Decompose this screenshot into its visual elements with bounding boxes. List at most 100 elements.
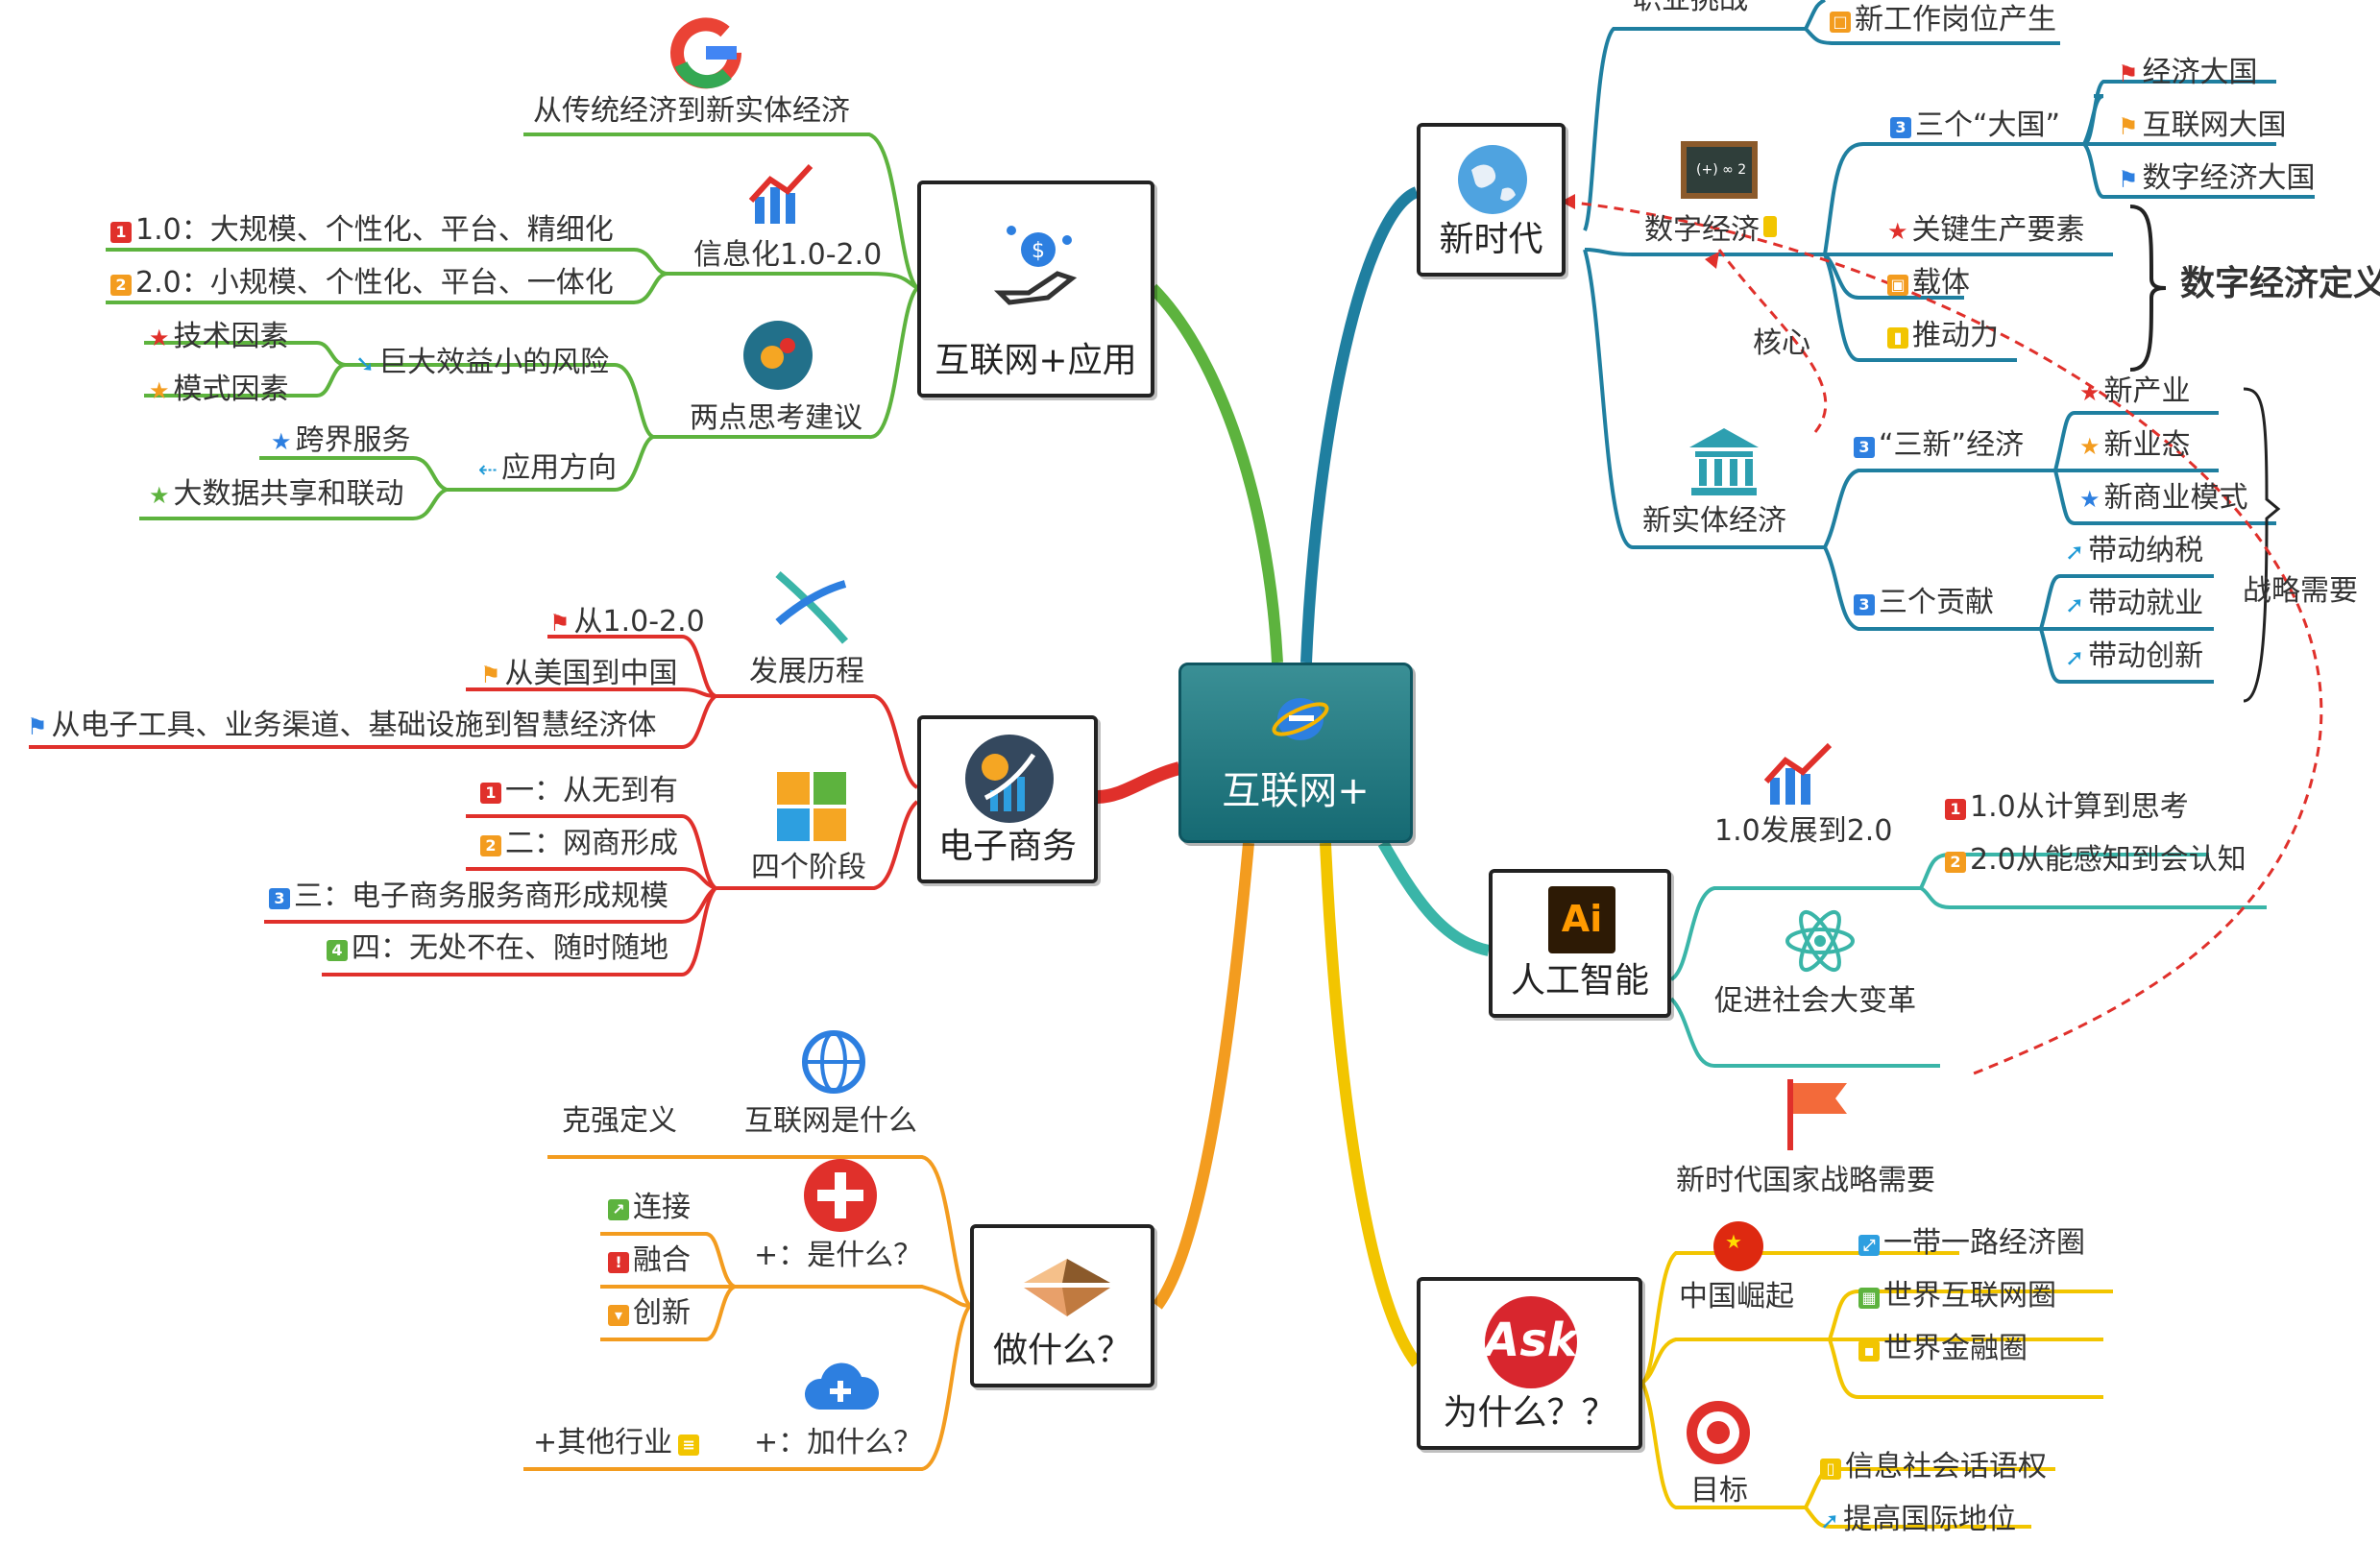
label-key-factor: ★关键生产要素 — [1887, 213, 2085, 247]
number-badge-2: 2 — [480, 835, 501, 856]
arrow-left-icon: ⇠ — [478, 456, 498, 483]
branch-what — [1153, 842, 1254, 1310]
label-ai-1-to-2: 1.0发展到2.0 — [1714, 814, 1893, 848]
flag-icon: ⚑ — [2118, 113, 2139, 140]
arrowhead-strategy — [1705, 252, 1719, 269]
label-world-internet: ▦世界互联网圈 — [1858, 1279, 2056, 1314]
flag-icon: ⚑ — [549, 610, 571, 637]
arrowhead-core — [1561, 194, 1575, 209]
topic-why-label: 为什么？？ — [1443, 1393, 1616, 1433]
label-discourse-power: ▯信息社会话语权 — [1820, 1450, 2047, 1484]
topic-new-era[interactable]: 新时代 — [1417, 123, 1566, 277]
target-icon — [1683, 1397, 1754, 1468]
topic-ai[interactable]: Ai 人工智能 — [1489, 869, 1671, 1018]
star-icon: ★ — [2079, 379, 2101, 406]
number-badge-3: 3 — [269, 888, 290, 909]
label-us-to-china: ⚑从美国到中国 — [480, 657, 678, 690]
fuse-icon: ! — [608, 1252, 629, 1273]
label-china-rise: 中国崛起 — [1679, 1280, 1794, 1314]
label-intl-status: ➚提高国际地位 — [1820, 1503, 2017, 1536]
label-history: 发展历程 — [749, 655, 864, 688]
dash-strategy-relation — [1565, 200, 2323, 1077]
label-carrier: ▣载体 — [1887, 266, 1970, 301]
topic-internet-app[interactable]: $ 互联网+应用 — [917, 181, 1154, 398]
label-plus-what: +：是什么？ — [754, 1239, 923, 1272]
label-digital-power: ⚑数字经济大国 — [2118, 161, 2316, 195]
topic-what[interactable]: 做什么？ — [970, 1224, 1154, 1387]
driver-icon: ▮ — [1887, 327, 1908, 349]
label-tech-factor: ★技术因素 — [149, 320, 289, 353]
label-world-finance: ▪世界金融圈 — [1858, 1332, 2028, 1366]
label-new-industry: ★新产业 — [2079, 374, 2191, 408]
trend-chart-icon — [1762, 739, 1835, 808]
label-strategy-need: 战略需要 — [2243, 574, 2358, 608]
number-badge-1: 1 — [480, 783, 501, 804]
number-badge-3: 3 — [1854, 594, 1875, 615]
label-big-benefit: ➘巨大效益小的风险 — [355, 346, 610, 379]
flag-icon: ⚑ — [2118, 166, 2139, 193]
label-driver: ▮推动力 — [1887, 319, 1999, 353]
puzzle-icon — [773, 768, 850, 845]
number-badge-3: 3 — [1890, 117, 1911, 138]
label-cross-border: ★跨界服务 — [271, 423, 411, 457]
label-new-model: ★新商业模式 — [2079, 481, 2248, 515]
svg-text:$: $ — [1032, 239, 1045, 263]
label-internet-power: ⚑互联网大国 — [2118, 108, 2287, 142]
label-traditional-to-new: 从传统经济到新实体经济 — [533, 94, 850, 128]
topic-what-label: 做什么？ — [992, 1331, 1131, 1370]
job-icon: □ — [1830, 12, 1851, 33]
number-badge-2: 2 — [110, 275, 132, 296]
ai-logo-icon: Ai — [1548, 886, 1615, 953]
topic-new-era-label: 新时代 — [1439, 220, 1543, 259]
arrow-icon: ➘ — [355, 350, 376, 377]
label-innovate: ▾创新 — [608, 1296, 691, 1331]
topic-why[interactable]: Ask 为什么？？ — [1417, 1277, 1642, 1450]
star-icon: ★ — [149, 482, 170, 509]
label-two-suggestions: 两点思考建议 — [690, 401, 862, 435]
internet-explorer-icon — [1270, 687, 1331, 748]
flag-icon: ⚑ — [480, 662, 501, 688]
arrow-up-icon: ➚ — [2065, 539, 2085, 566]
dash-core-relation — [1717, 249, 1828, 433]
coin-hand-icon: $ — [990, 202, 1086, 307]
central-topic[interactable]: 互联网+ — [1178, 663, 1413, 843]
label-what-is-internet: 互联网是什么 — [744, 1104, 917, 1138]
label-tax: ➚带动纳税 — [2065, 534, 2204, 567]
star-icon: ★ — [2079, 486, 2101, 513]
label-app-direction: ⇠应用方向 — [478, 451, 618, 485]
topic-ecommerce[interactable]: 电子商务 — [917, 715, 1098, 883]
arrow-up-icon: ➚ — [2065, 591, 2085, 618]
svg-text:★: ★ — [1725, 1230, 1742, 1253]
google-icon — [668, 14, 744, 91]
growth-coin-icon — [961, 731, 1057, 827]
flag-icon: ⚑ — [2118, 60, 2139, 87]
globe-icon — [1454, 141, 1531, 218]
label-mode-factor: ★模式因素 — [149, 373, 289, 406]
star-icon: ★ — [2079, 433, 2101, 460]
ask-icon: Ask — [1473, 1294, 1589, 1390]
label-digital-economy: 数字经济 — [1644, 213, 1781, 248]
branch-why — [1320, 842, 1421, 1367]
number-badge-1: 1 — [1945, 799, 1966, 820]
label-belt-road: ⤢一带一路经济圈 — [1858, 1226, 2085, 1261]
note-icon: ≡ — [678, 1435, 700, 1456]
label-goal: 目标 — [1690, 1474, 1748, 1507]
arrow-up-icon: ➚ — [1820, 1507, 1840, 1534]
svg-text:(+) ∞ 2: (+) ∞ 2 — [1696, 162, 1746, 178]
branch-ai — [1377, 840, 1491, 956]
brain-gears-icon — [740, 317, 816, 394]
label-new-real-economy: 新实体经济 — [1642, 504, 1786, 538]
hands-together-icon — [1014, 1240, 1120, 1331]
flag-icon: ⚑ — [27, 713, 48, 740]
star-icon: ★ — [149, 325, 170, 351]
flag-red-icon — [1782, 1075, 1851, 1152]
number-badge-1: 1 — [110, 222, 132, 243]
label-fuse: !融合 — [608, 1243, 691, 1278]
number-badge-2: 2 — [1945, 852, 1966, 873]
label-new-format: ★新业态 — [2079, 428, 2191, 462]
